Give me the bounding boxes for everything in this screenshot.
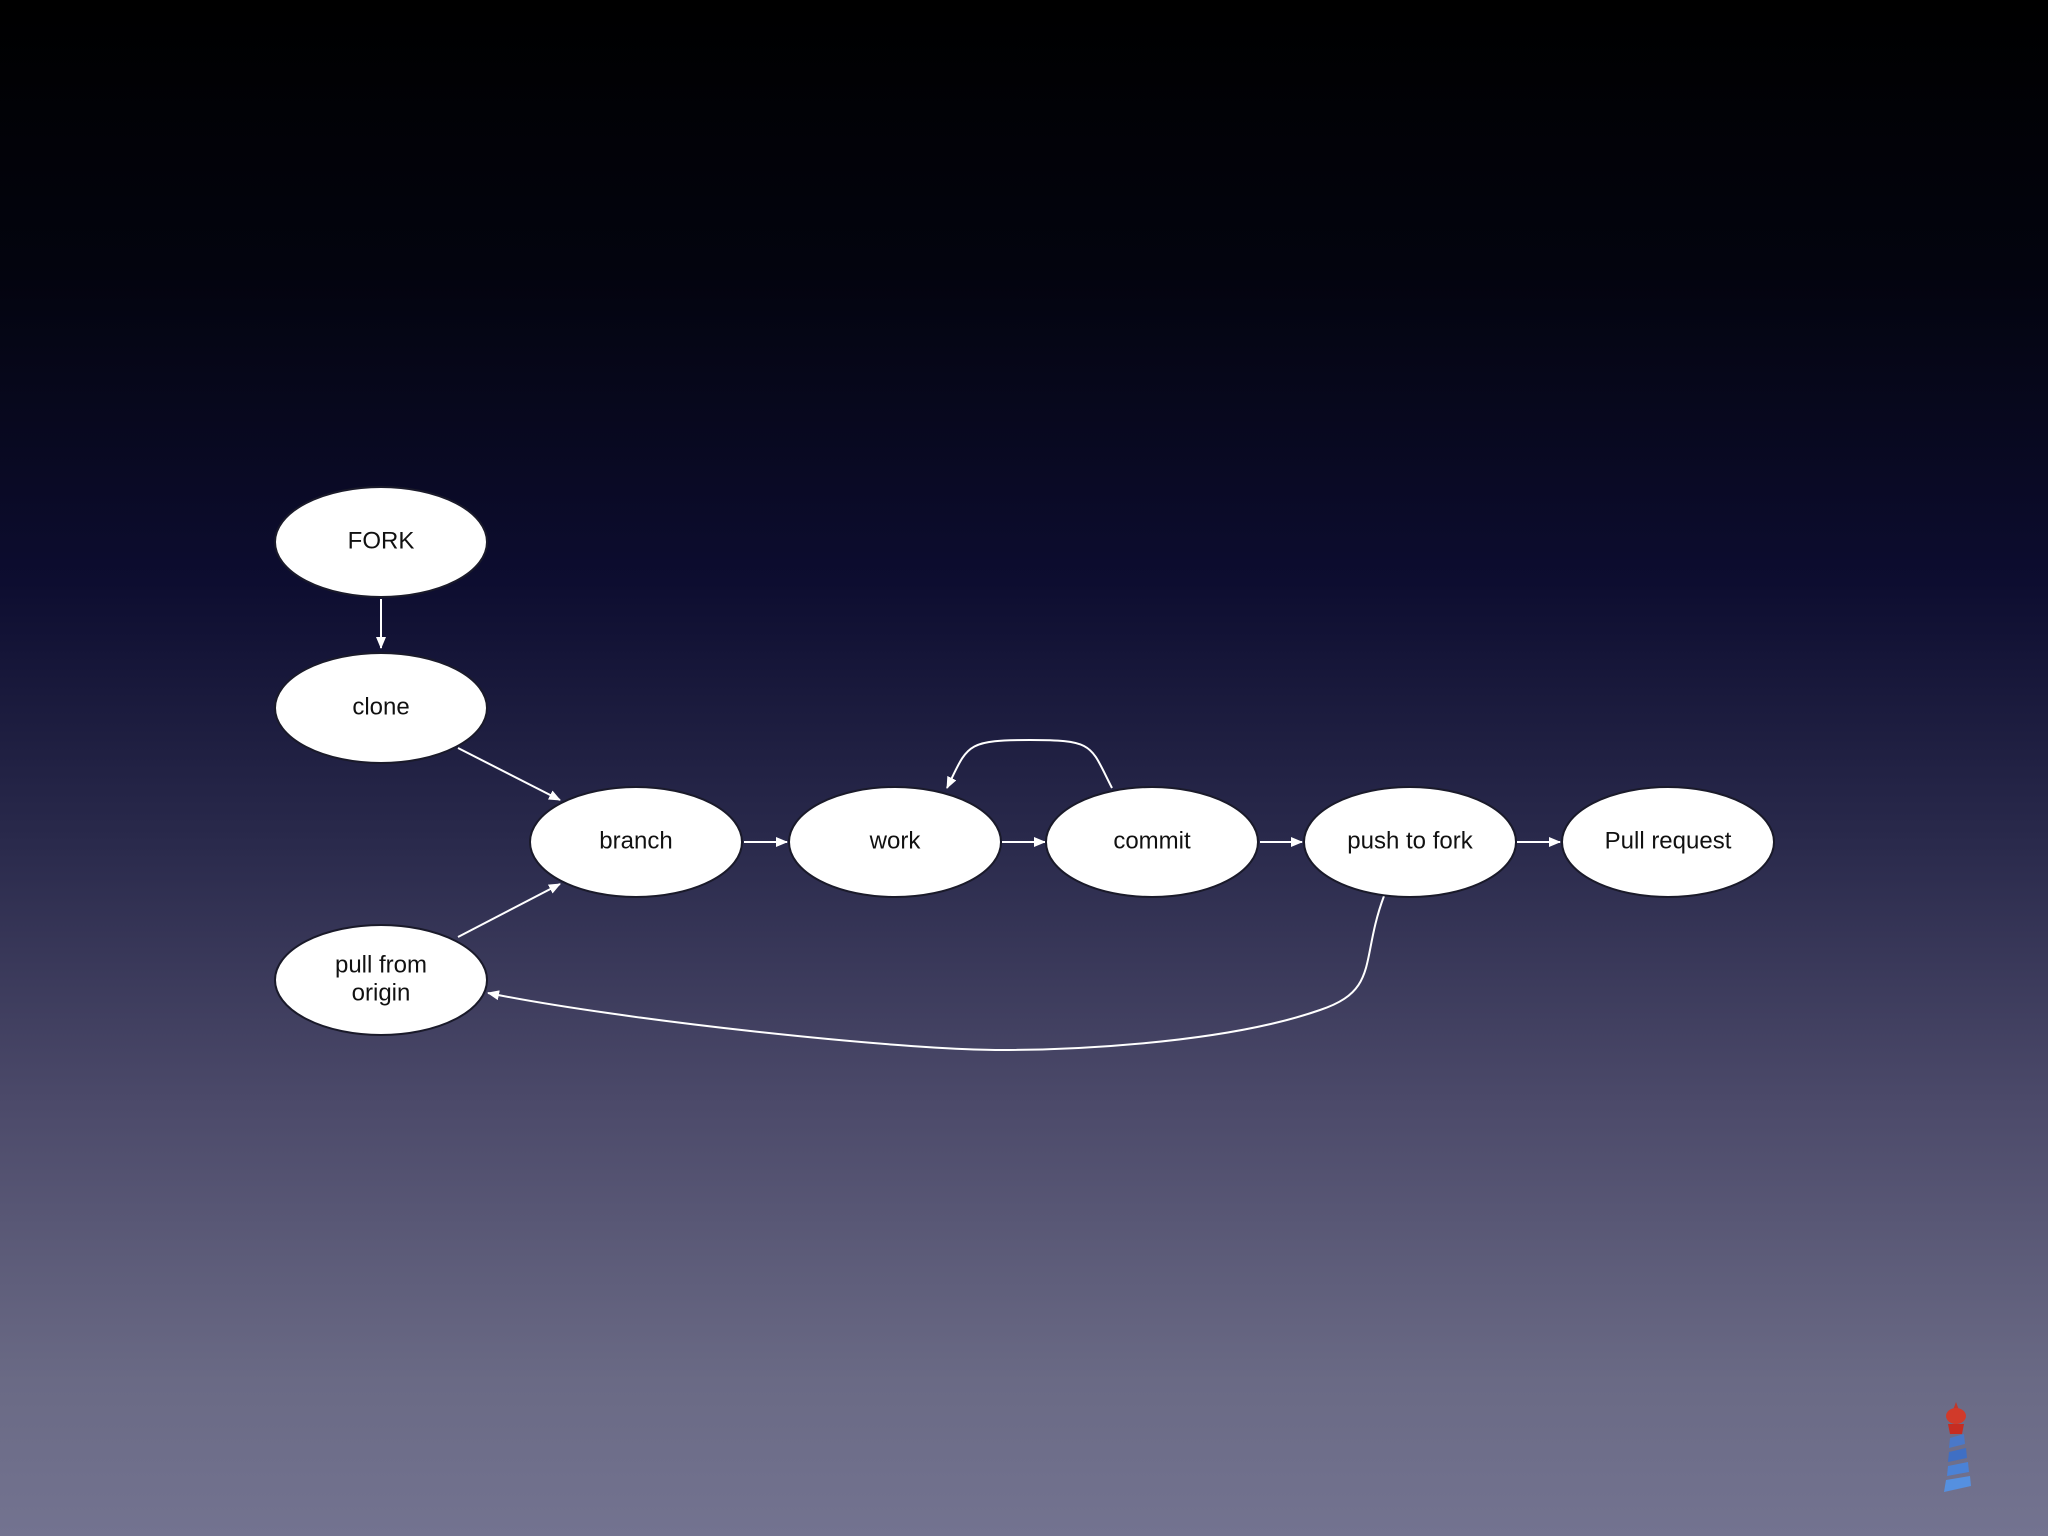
node-work: work	[788, 786, 1002, 898]
node-commit: commit	[1045, 786, 1259, 898]
edge-clone-to-branch	[457, 747, 561, 801]
node-work-label: work	[869, 827, 922, 854]
node-branch-label: branch	[599, 827, 672, 854]
edge-push-to-pull-origin	[487, 895, 1385, 1052]
node-pull-label-line2: origin	[352, 979, 411, 1006]
edge-pull-to-branch	[457, 883, 561, 938]
node-clone: clone	[274, 652, 488, 764]
node-pull-label-line1: pull from	[335, 951, 427, 978]
node-clone-label: clone	[352, 693, 409, 720]
node-commit-label: commit	[1113, 827, 1191, 854]
node-fork: FORK	[274, 486, 488, 598]
node-pull-request: Pull request	[1561, 786, 1775, 898]
node-pr-label: Pull request	[1605, 827, 1732, 854]
node-branch: branch	[529, 786, 743, 898]
edge-commit-loop-to-work	[946, 738, 1113, 789]
lighthouse-icon	[1944, 1402, 1971, 1492]
node-push-label: push to fork	[1347, 827, 1473, 854]
node-push-to-fork: push to fork	[1303, 786, 1517, 898]
node-pull-from-origin: pull from origin	[274, 924, 488, 1036]
node-fork-label: FORK	[348, 527, 415, 554]
